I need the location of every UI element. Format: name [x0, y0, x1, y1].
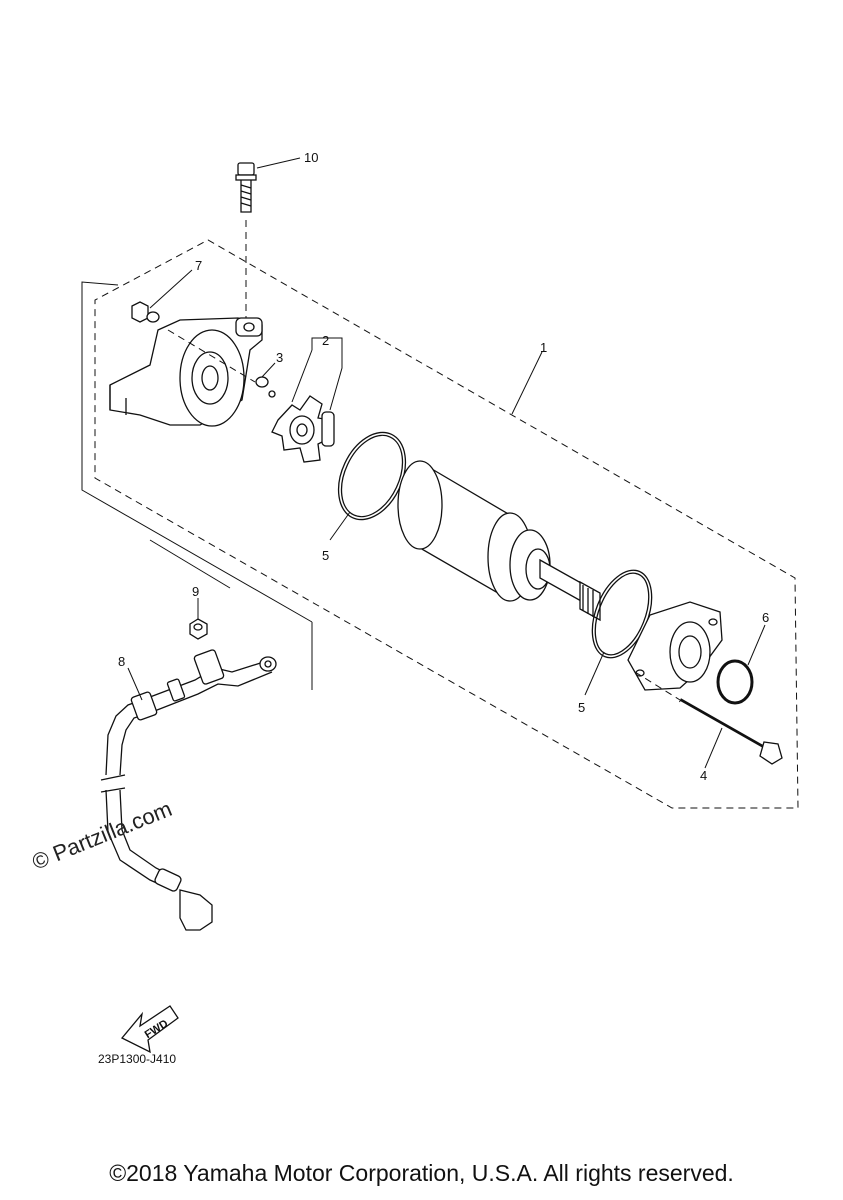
callout-5-right: 5: [578, 700, 585, 715]
fwd-arrow-icon: FWD: [120, 1005, 179, 1054]
leader-lines: [127, 157, 766, 769]
copyright-notice: ©2018 Yamaha Motor Corporation, U.S.A. A…: [109, 1160, 734, 1186]
callout-5-left: 5: [322, 548, 329, 563]
brush-holder-2: [268, 390, 335, 463]
through-bolt-4: [679, 698, 783, 765]
callout-10: 10: [304, 150, 318, 165]
callout-4: 4: [700, 768, 707, 783]
callout-2: 2: [322, 333, 329, 348]
callout-7: 7: [195, 258, 202, 273]
callout-6: 6: [762, 610, 769, 625]
motor-yoke: [397, 460, 601, 622]
rear-cover: [627, 601, 723, 691]
callout-1: 1: [540, 340, 547, 355]
callout-3: 3: [276, 350, 283, 365]
axis-cover-bolt: [634, 671, 681, 701]
bracket-tick: [149, 539, 231, 589]
o-ring-6: [716, 659, 754, 705]
starter-cable-8: [100, 649, 277, 931]
front-cover: [109, 317, 263, 427]
nut-9: [189, 618, 208, 640]
diagram-code: 23P1300-J410: [98, 1052, 176, 1066]
callout-8: 8: [118, 654, 125, 669]
bolt-10: [235, 162, 257, 213]
nut-7: [131, 301, 160, 323]
axis-cover-ring: [167, 329, 256, 383]
callout-9: 9: [192, 584, 199, 599]
assembly-boundary: [94, 239, 799, 809]
group-bracket-left: [81, 281, 313, 623]
partzilla-watermark: © Partzilla.com: [29, 796, 176, 875]
o-ring-3: [255, 376, 269, 388]
